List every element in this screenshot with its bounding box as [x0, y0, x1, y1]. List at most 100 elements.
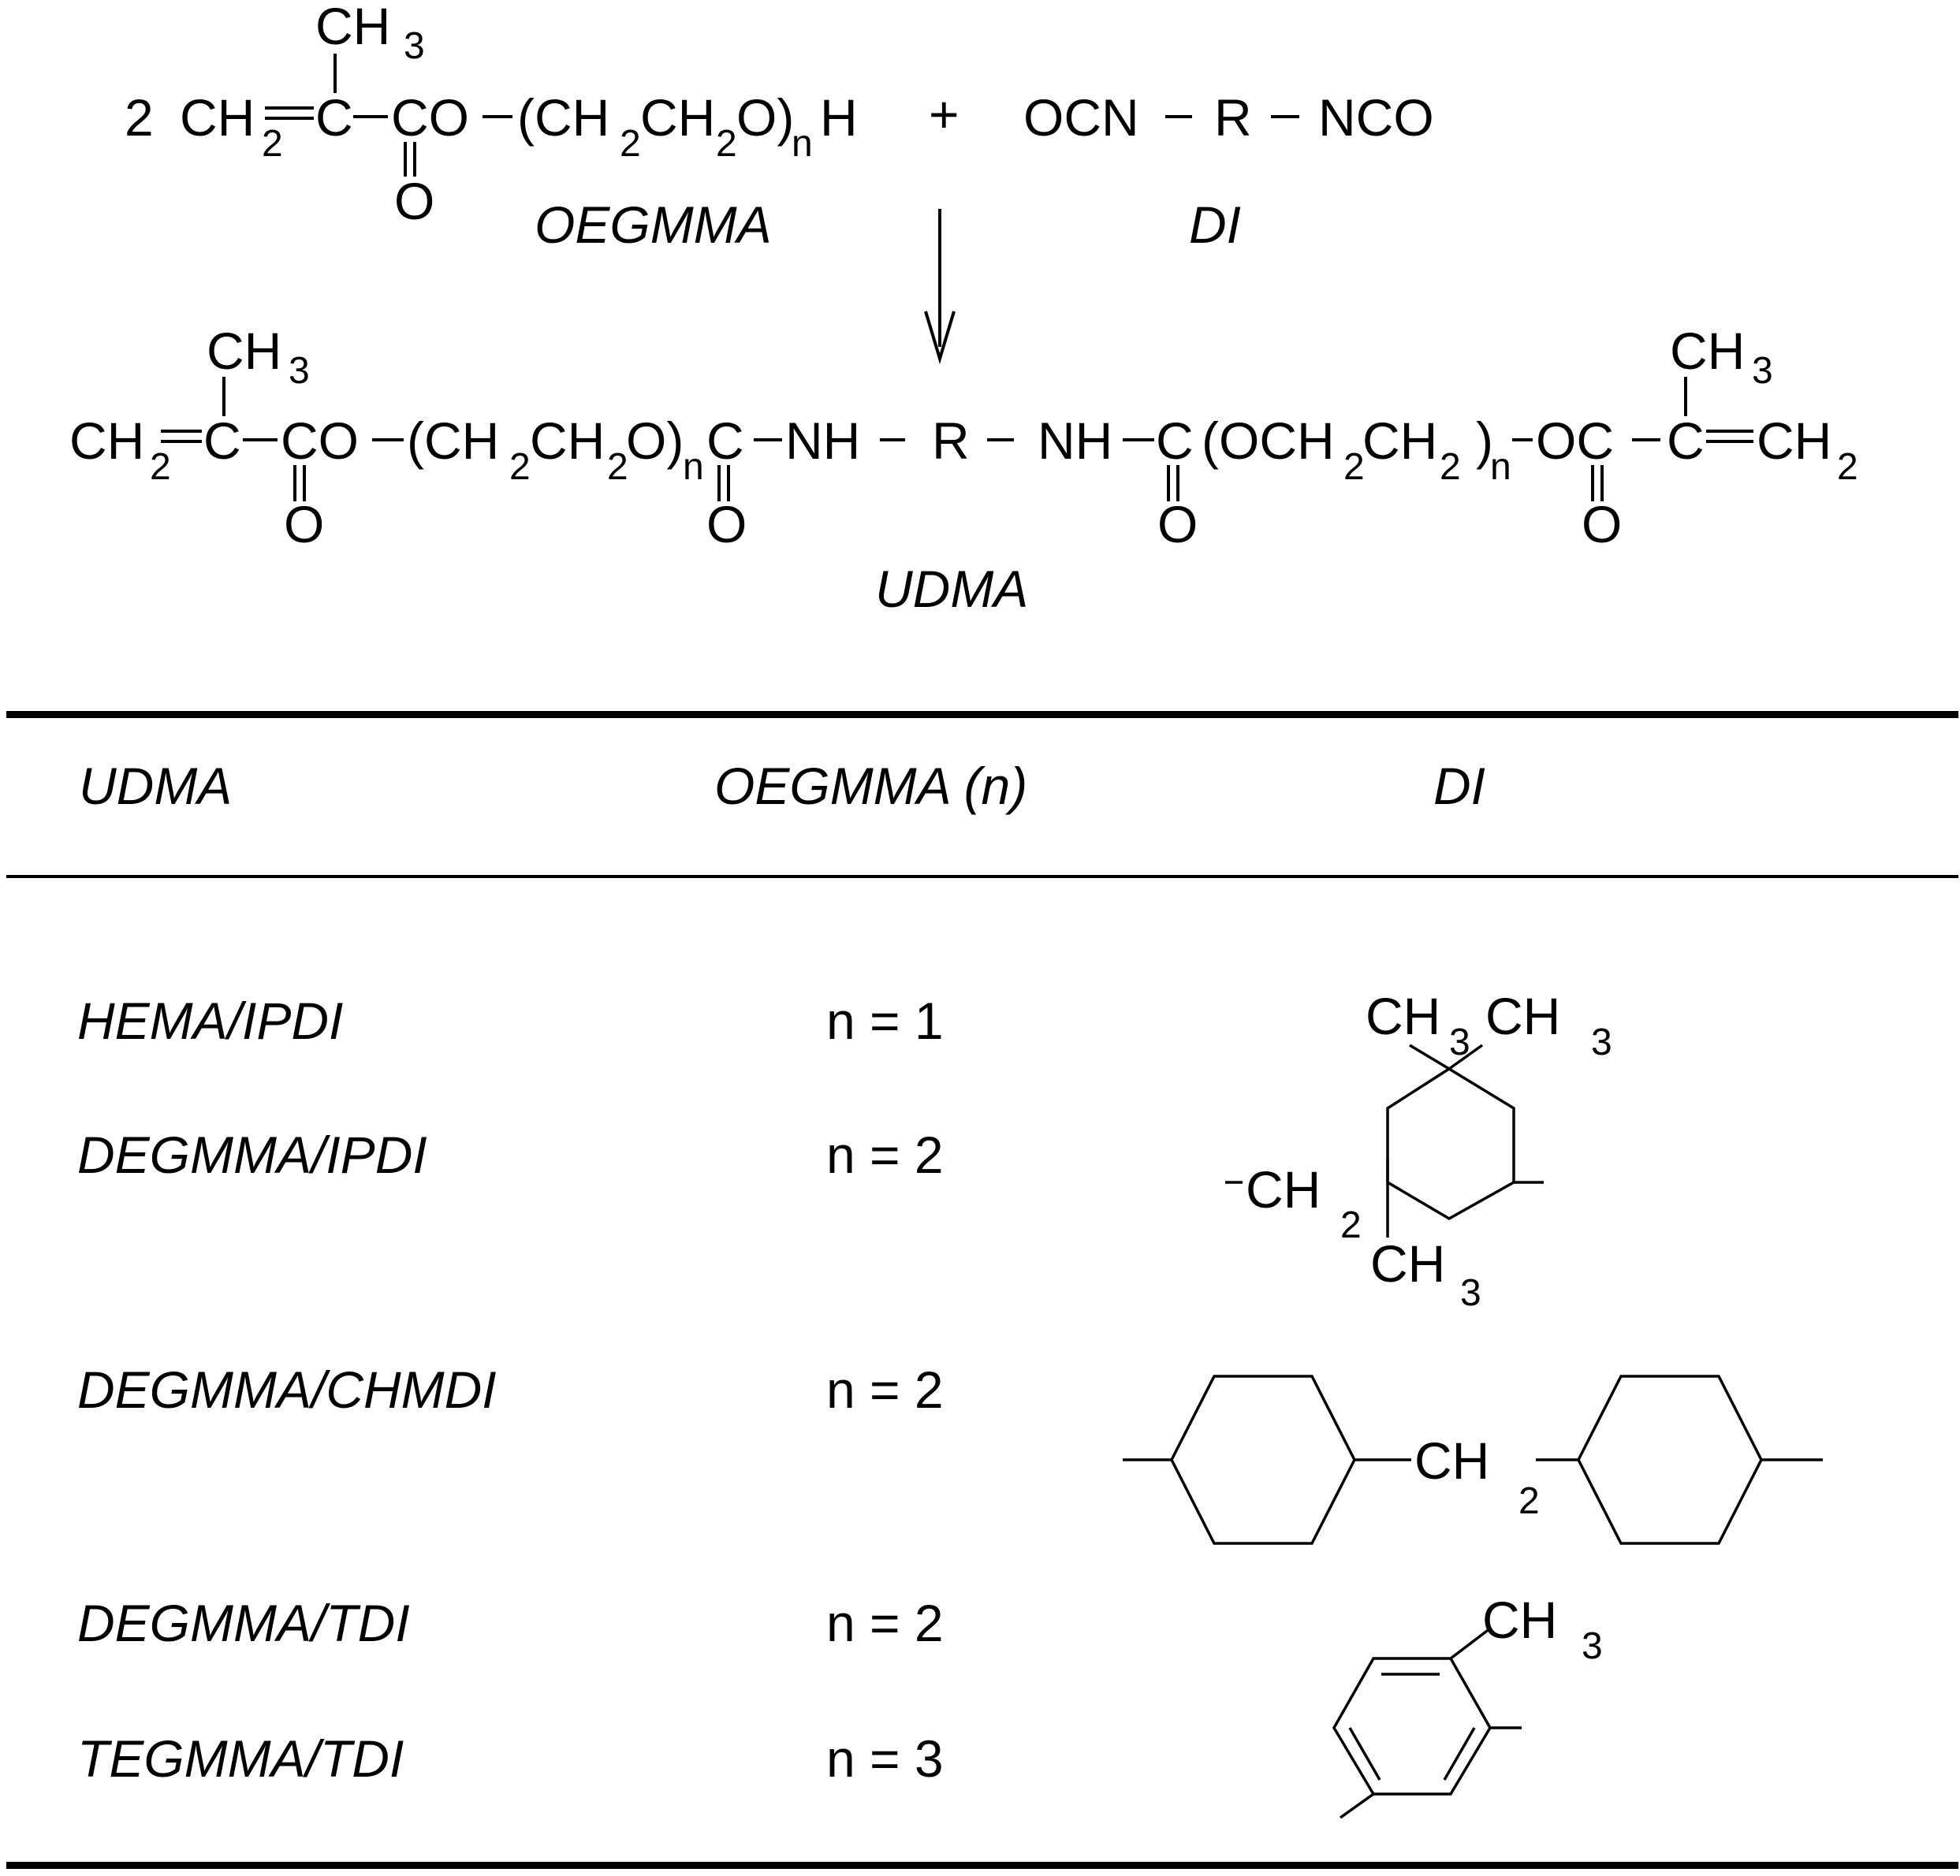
oegmma-chain-close: O): [736, 88, 794, 147]
chmdi-ch2-sub: 2: [1518, 1480, 1540, 1522]
oegmma-chain-mid: CH: [640, 88, 715, 147]
cyclohexane-ring-left: [1170, 1375, 1356, 1545]
row-n-value: n = 3: [826, 1729, 944, 1788]
oegmma-chain-sub1: 2: [620, 123, 641, 165]
udma-chain1-n: n: [683, 446, 704, 488]
monomer-table: UDMA OEGMMA (n) DI HEMA/IPDI n = 1 DEGMM…: [6, 711, 1958, 1869]
header-di: DI: [1433, 757, 1485, 815]
di-ocn: OCN: [1023, 88, 1139, 147]
udma-carbamate-c1: C: [706, 411, 744, 470]
reactants-row: 2 CH 2 C CH 3 CO O (CH 2 CH 2 O) n H +: [125, 0, 1434, 254]
row-n-value: n = 2: [826, 1126, 944, 1184]
udma-carbonyl-o-1: O: [284, 495, 324, 553]
row-n-value: n = 2: [826, 1360, 944, 1419]
udma-ch2-right-subscript: 2: [1837, 446, 1858, 488]
udma-ch2: CH: [69, 411, 144, 470]
ipdi-ch3-top-1: CH: [1366, 987, 1440, 1045]
udma-alpha-carbon-right: C: [1667, 411, 1705, 470]
oegmma-label: OEGMMA: [535, 195, 772, 254]
header-udma: UDMA: [79, 757, 232, 815]
oegmma-chain-open: (CH: [517, 88, 609, 147]
tdi-attach-bottom: [1339, 1792, 1375, 1819]
udma-r: R: [932, 411, 970, 470]
ipdi-ch2: CH: [1246, 1160, 1321, 1219]
table-row: DEGMMA/IPDI n = 2: [77, 1126, 944, 1184]
udma-alpha-carbon: C: [203, 411, 241, 470]
ipdi-ch3-top-2: CH: [1485, 987, 1560, 1045]
oegmma-terminal-h: H: [820, 88, 858, 147]
row-udma-name: DEGMMA/TDI: [77, 1594, 410, 1652]
row-udma-name: DEGMMA/CHMDI: [77, 1360, 497, 1419]
cyclohexane-ring: [1386, 1066, 1515, 1221]
oegmma-structure: CH 2 C CH 3 CO O (CH 2 CH 2 O) n H: [180, 0, 858, 230]
ipdi-ch3-top-2-sub: 3: [1591, 1022, 1612, 1063]
row-udma-name: TEGMMA/TDI: [77, 1729, 404, 1788]
udma-chain1-close: O): [626, 411, 684, 470]
udma-chain2-mid: CH: [1362, 411, 1437, 470]
udma-chain1-open: (CH: [407, 411, 499, 470]
tdi-methyl-bond: [1449, 1627, 1492, 1660]
oegmma-methyl-subscript: 3: [404, 25, 425, 67]
oegmma-chain-sub2: 2: [716, 123, 737, 165]
benzene-inner-bond-2: [1443, 1727, 1476, 1781]
row-udma-name: HEMA/IPDI: [77, 992, 343, 1050]
udma-carbonyl-o-4: O: [1582, 495, 1622, 553]
udma-ch2-subscript: 2: [150, 446, 171, 488]
ipdi-ch3-bottom-sub: 3: [1460, 1272, 1481, 1314]
oegmma-ch2: CH: [180, 88, 255, 147]
tdi-ch3: CH: [1482, 1591, 1557, 1649]
udma-structure: CH 2 C CH 3 CO O (CH 2 CH 2 O) n C O NH …: [69, 322, 1858, 553]
oegmma-carbonyl-co: CO: [391, 88, 469, 147]
udma-nh-2: NH: [1038, 411, 1112, 470]
di-structure: OCN R NCO: [1023, 88, 1434, 147]
row-n-value: n = 1: [826, 992, 944, 1050]
udma-chain1-sub1: 2: [509, 446, 531, 488]
reaction-arrow: [924, 209, 956, 364]
udma-label: UDMA: [875, 560, 1028, 618]
arrow-head: [924, 311, 956, 364]
udma-carbonyl-o-2: O: [706, 495, 747, 553]
oegmma-ch2-subscript: 2: [262, 123, 283, 165]
di-label: DI: [1189, 195, 1241, 254]
udma-methyl-left-subscript: 3: [289, 350, 310, 392]
di-nco: NCO: [1318, 88, 1434, 147]
udma-chain1-mid: CH: [530, 411, 605, 470]
udma-oc: OC: [1536, 411, 1614, 470]
ipdi-methyl-bond-2: [1448, 1044, 1484, 1070]
di-r: R: [1214, 88, 1252, 147]
udma-co-left: CO: [281, 411, 359, 470]
cyclohexane-ring-right: [1577, 1375, 1763, 1545]
udma-carbonyl-o-3: O: [1157, 495, 1198, 553]
ipdi-ch3-bottom: CH: [1370, 1234, 1445, 1293]
benzene-ring: [1332, 1657, 1492, 1796]
ipdi-ch2-sub: 2: [1340, 1204, 1362, 1246]
oegmma-alpha-carbon: C: [315, 88, 353, 147]
chmdi-ch2: CH: [1414, 1431, 1489, 1490]
udma-carbamate-c2: C: [1156, 411, 1194, 470]
udma-nh-1: NH: [785, 411, 860, 470]
oegmma-carbonyl-oxygen: O: [394, 172, 434, 230]
table-bottom-rule: [6, 1862, 1958, 1869]
udma-chain2-sub2: 2: [1440, 446, 1461, 488]
ipdi-structure: CH 3 CH 3 CH 2 CH 3: [1225, 987, 1612, 1314]
row-udma-name: DEGMMA/IPDI: [77, 1126, 427, 1184]
header-oegmma-n: OEGMMA (n): [714, 757, 1027, 815]
table-header-rule: [6, 875, 1958, 878]
ipdi-methyl-bond-1: [1409, 1044, 1450, 1070]
udma-methyl-right-subscript: 3: [1752, 350, 1773, 392]
udma-methyl-left: CH: [207, 322, 281, 380]
udma-chain2-sub1: 2: [1343, 446, 1365, 488]
tdi-ch3-sub: 3: [1582, 1625, 1603, 1667]
udma-methyl-right: CH: [1670, 322, 1745, 380]
table-header-row: UDMA OEGMMA (n) DI: [79, 757, 1485, 815]
benzene-inner-bond-3: [1348, 1727, 1381, 1781]
table-top-rule: [6, 711, 1958, 718]
table-row: DEGMMA/CHMDI n = 2: [77, 1360, 944, 1419]
udma-ch2-right: CH: [1757, 411, 1831, 470]
table-row: DEGMMA/TDI n = 2: [77, 1594, 944, 1652]
udma-chain2-n: n: [1490, 446, 1511, 488]
oegmma-methyl: CH: [315, 0, 390, 55]
stoichiometric-coefficient: 2: [125, 88, 154, 147]
udma-chain1-sub2: 2: [607, 446, 628, 488]
